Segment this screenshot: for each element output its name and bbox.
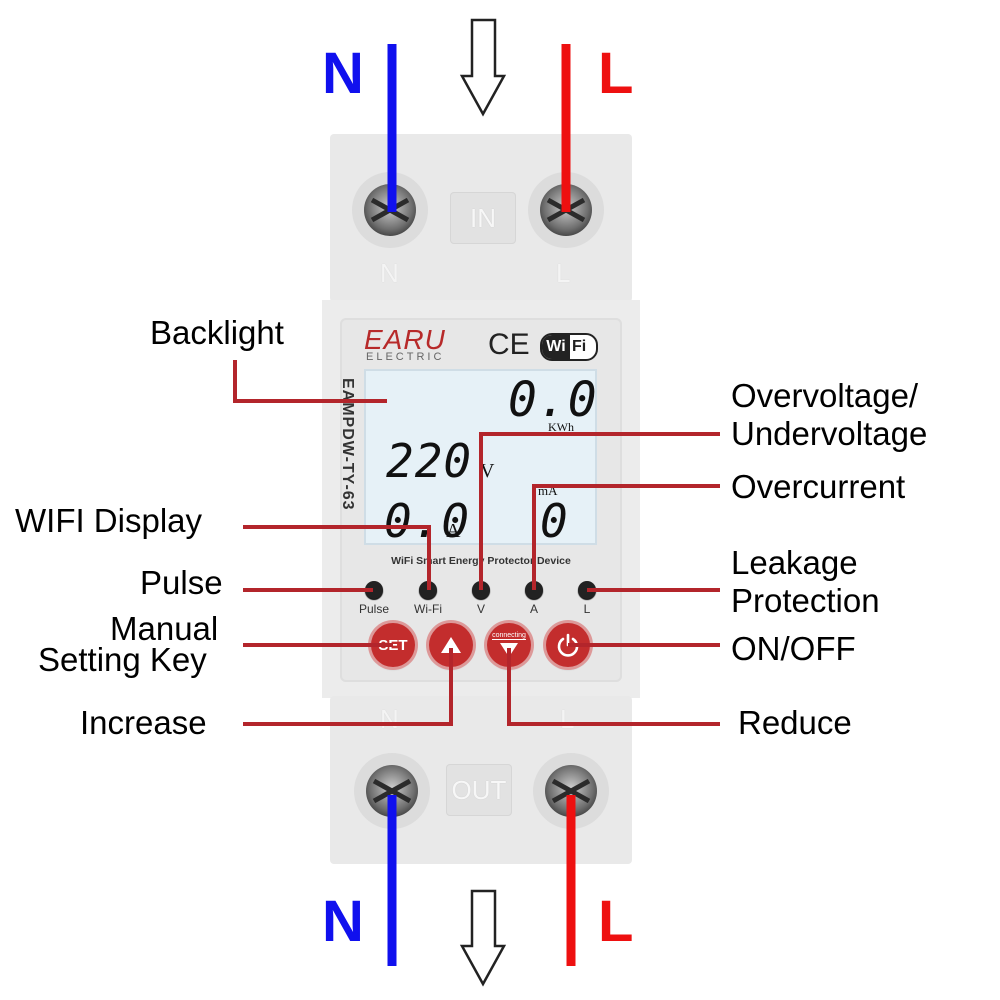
reduce-button[interactable]: connecting [487,623,531,667]
pulse-indicator-led [365,581,383,599]
screw-bottom-left [354,753,430,829]
callout-leakage-line2: Protection [731,582,880,619]
indicator-label-l: L [583,602,591,616]
live-label-top: L [598,41,634,106]
lcd-leak-value: 0 [540,494,569,548]
callout-overvoltage-line2: Undervoltage [731,415,928,452]
leader-backlight [233,360,387,403]
lcd-current-value: 0.0 [384,494,471,548]
callout-leakage-line1: Leakage [731,544,858,581]
indicator-label-wifi: Wi-Fi [414,602,442,616]
brand-logo: EARU [364,324,446,355]
lcd-energy-value: 0.0 [508,372,598,428]
indicator-label-v: V [476,602,485,616]
terminal-n-bottom: N [380,704,399,734]
indicator-label-a: A [529,602,538,616]
callout-overcurrent: Overcurrent [731,468,906,505]
callout-wifi-display: WIFI Display [15,502,203,539]
neutral-label-bottom: N [322,889,364,954]
wifi-logo: Wi Fi [540,333,598,361]
indicator-label-pulse: Pulse [358,602,390,616]
leader-increase [243,648,453,726]
callout-pulse: Pulse [140,564,223,601]
leader-wifi-display [243,525,431,590]
lcd-voltage-value: 220 [386,434,473,488]
terminal-l-bottom: L [560,704,575,734]
callout-manual-line2: Setting Key [38,641,207,678]
lcd-voltage-unit: V [480,460,495,482]
lcd-energy-unit: KWh [548,420,574,434]
leader-overvoltage [479,432,720,590]
callout-overvoltage-line1: Overvoltage/ [731,377,919,414]
wifi-logo-right: Fi [572,338,587,355]
arrow-up-icon [441,637,461,653]
input-badge: IN [450,192,516,244]
brand-subtitle: ELECTRIC [366,351,445,363]
arrow-down-icon-top [459,18,507,117]
callout-manual-line1: Manual [110,610,219,647]
arrow-down-icon-bottom [459,889,507,987]
callout-reduce: Reduce [738,704,852,741]
callout-backlight: Backlight [150,314,284,351]
ce-mark: CE [488,328,530,361]
leader-overcurrent [532,484,720,590]
screw-bottom-right [533,753,609,829]
lcd-current-unit: A [446,520,461,542]
connecting-label: connecting [492,632,526,640]
callout-onoff: ON/OFF [731,630,856,667]
live-label-bottom: L [598,889,634,954]
wifi-logo-left: Wi [542,335,570,359]
terminal-n-top: N [380,258,399,288]
output-badge: OUT [446,764,512,816]
leader-reduce [507,648,720,726]
neutral-label-top: N [322,41,364,106]
terminal-l-top: L [556,258,571,288]
callout-increase: Increase [80,704,207,741]
